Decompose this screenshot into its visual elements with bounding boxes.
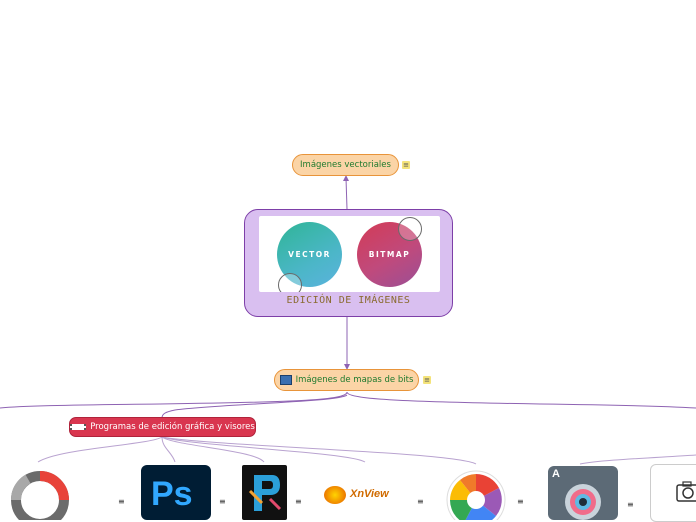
picasa-aperture-icon [446,470,506,520]
bitmap-circle-label: BITMAP [368,250,411,259]
vector-circle-overlay [278,273,302,292]
pixlr-logo[interactable]: A [548,466,618,520]
bitmap-images-label: Imágenes de mapas de bits [295,375,414,385]
vector-images-label: Imágenes vectoriales [300,160,391,170]
connector-programs-t1 [37,436,163,463]
pixlr-lens-icon [565,484,601,520]
connector-programs-t5 [161,436,477,465]
paintshop-logo[interactable] [242,465,287,520]
connector-right-t6 [579,454,696,465]
film-icon [70,424,87,430]
thumb-menu-icon[interactable]: ≡ [118,497,125,506]
central-image: VECTOR BITMAP [259,216,440,292]
central-title: EDICIÓN DE IMÁGENES [286,295,411,306]
programs-label: Programas de edición gráfica y visores [90,422,255,432]
image-icon [279,375,292,385]
connector-bitmaps-to-programs [161,394,348,419]
camera-logo[interactable] [650,464,696,522]
photopea-ring-icon [10,471,69,520]
central-topic[interactable]: VECTOR BITMAP EDICIÓN DE IMÁGENES [244,209,453,317]
photoshop-logo-text: Ps [151,475,193,513]
picasa-logo[interactable] [446,470,506,520]
paintshop-icon [248,475,282,511]
programs-node[interactable]: Programas de edición gráfica y visores [69,417,256,437]
bitmap-circle-overlay [398,217,422,241]
pixlr-letter: A [552,468,560,480]
connector-programs-t4 [161,436,366,463]
connector-bitmaps-right [346,391,696,409]
camera-icon [676,481,696,502]
note-icon[interactable]: ≡ [402,161,410,169]
connector-bitmaps-left [0,391,348,409]
connector-central-to-vectors [345,177,348,210]
thumb-menu-icon[interactable]: ≡ [219,497,226,506]
xnview-logo-text: XnView [350,488,389,500]
xnview-eye-icon [324,486,346,504]
vector-circle-label: VECTOR [288,250,331,259]
thumb-menu-icon[interactable]: ≡ [417,497,424,506]
photoshop-logo[interactable]: Ps [141,465,211,520]
connector-programs-t2 [161,436,176,463]
thumb-menu-icon[interactable]: ≡ [517,497,524,506]
vector-images-node[interactable]: Imágenes vectoriales [292,154,399,176]
xnview-logo[interactable]: XnView [322,480,407,510]
thumb-menu-icon[interactable]: ≡ [295,497,302,506]
bitmap-images-node[interactable]: Imágenes de mapas de bits [274,369,419,391]
photopea-logo[interactable] [8,468,72,520]
note-icon[interactable]: ≡ [423,376,431,384]
connector-arrow-vectors [343,175,349,181]
connector-programs-t3 [161,436,265,463]
connector-arrow-bitmaps [344,364,350,370]
thumb-menu-icon[interactable]: ≡ [627,500,634,509]
